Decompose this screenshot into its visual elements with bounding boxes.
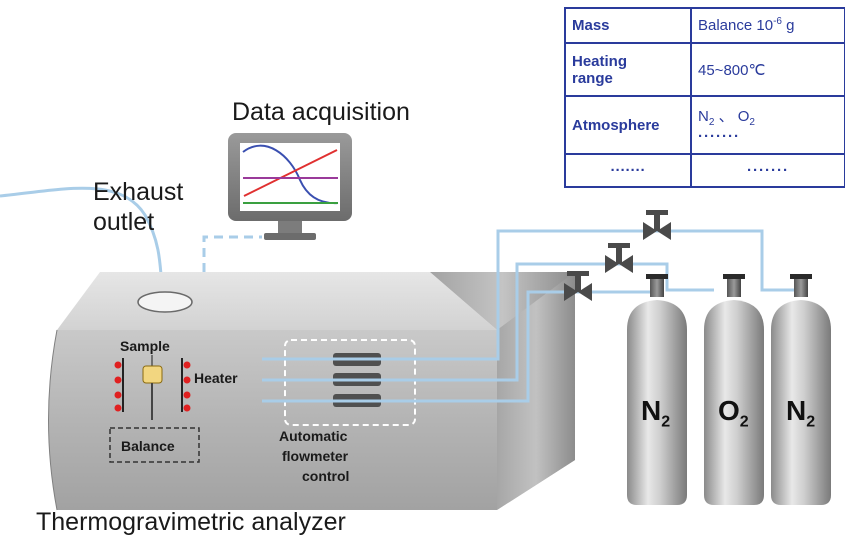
mass-value: Balance 10-6 g bbox=[690, 7, 845, 44]
gas-cylinder-2 bbox=[704, 274, 764, 505]
heater-left bbox=[114, 358, 124, 412]
cylinder-1-label: N2 bbox=[641, 395, 671, 431]
balance-label: Balance bbox=[121, 438, 175, 454]
mass-key: Mass bbox=[564, 7, 692, 44]
cylinder-3-label: N2 bbox=[786, 395, 816, 431]
flowmeter-label-line3: control bbox=[302, 468, 350, 484]
more-value: ······· bbox=[690, 153, 845, 188]
cylinder-2-label: O2 bbox=[718, 395, 749, 431]
flowmeter-label-line2: flowmeter bbox=[282, 448, 349, 464]
valve-icon bbox=[643, 210, 671, 240]
gas-cylinder-1 bbox=[627, 274, 687, 505]
sample-label: Sample bbox=[120, 338, 170, 354]
data-cable bbox=[202, 235, 262, 272]
flowmeter-box bbox=[284, 339, 416, 426]
exhaust-hole bbox=[137, 291, 193, 313]
flowmeter-label-line1: Automatic bbox=[279, 428, 348, 444]
atmosphere-key: Atmosphere bbox=[564, 95, 692, 156]
atmosphere-value: N2 、 O2······· bbox=[690, 95, 845, 156]
sample-crucible-icon bbox=[142, 355, 163, 420]
monitor-icon bbox=[228, 133, 352, 240]
data-acquisition-label: Data acquisition bbox=[232, 98, 410, 126]
exhaust-pipe bbox=[0, 186, 165, 301]
more-key: ······· bbox=[564, 153, 692, 188]
analyzer-title: Thermogravimetric analyzer bbox=[36, 508, 346, 536]
exhaust-label-line2: outlet bbox=[93, 208, 155, 236]
heating-range-value: 45~800℃ bbox=[690, 41, 845, 98]
heater-label: Heater bbox=[194, 370, 238, 386]
valve-icon bbox=[564, 271, 592, 301]
gas-cylinder-3 bbox=[771, 274, 831, 505]
exhaust-label-line1: Exhaust bbox=[93, 178, 184, 206]
heater-right bbox=[181, 358, 191, 412]
valve-icon bbox=[605, 243, 633, 273]
balance-box bbox=[109, 427, 200, 463]
